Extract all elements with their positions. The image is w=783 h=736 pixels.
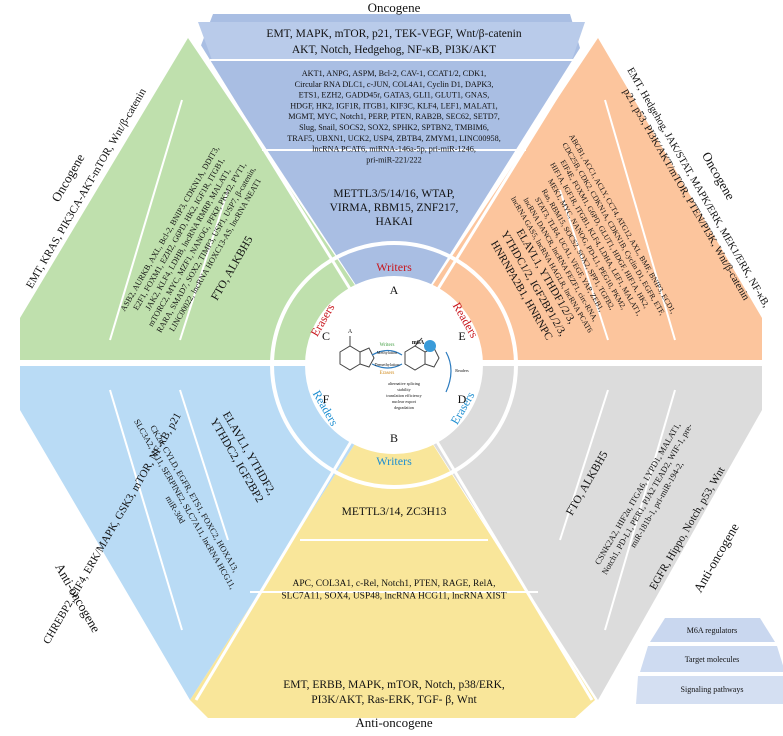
top-pathway-line: AKT, Notch, Hedgehog, NF-κB, PI3K/AKT — [292, 44, 496, 56]
top-regulators: METTL3/5/14/16, WTAP, VIRMA, RBM15, ZNF21… — [330, 188, 459, 228]
legend-level-2: Target molecules — [685, 655, 740, 664]
top-target-line: MGMT, MYC, Notch1, PERP, PTEN, RAB2B, SE… — [288, 112, 500, 121]
legend-level-3: Signaling pathways — [681, 685, 744, 694]
bottom-target-line: APC, COL3A1, c-Rel, Notch1, PTEN, RAGE, … — [293, 579, 496, 589]
center-function-line: translation efficiency — [386, 393, 422, 398]
sector-bottom-bg — [190, 383, 595, 718]
legend-pyramid-bottom — [636, 676, 783, 704]
center-m6a-label: m6A — [412, 340, 425, 346]
sector-lower-left-bg — [20, 366, 394, 700]
letter-c: C — [322, 329, 330, 343]
top-target-line: AKT1, ANPG, ASPM, Bcl-2, CAV-1, CCAT1/2,… — [302, 69, 486, 78]
band-dividers — [109, 59, 676, 631]
center-methylation: Methylation — [377, 350, 398, 355]
letter-d: D — [458, 392, 467, 406]
sector-lower-right-bg — [394, 366, 762, 700]
legend-level-1: M6A regulators — [687, 626, 737, 635]
bottom-title: Anti-oncogene — [355, 715, 432, 730]
letter-e: E — [458, 329, 465, 343]
top-target-line: Circular RNA DLC1, c-JUN, COL4A1, Cyclin… — [295, 80, 494, 89]
bottom-targets: APC, COL3A1, c-Rel, Notch1, PTEN, RAGE, … — [281, 579, 506, 602]
top-target-line: ETS1, EZH2, GADD45r, GATA3, GLI1, GLUT1,… — [299, 91, 490, 100]
center-demethylation: Demethylation — [375, 362, 401, 367]
letter-f: F — [323, 392, 330, 406]
bottom-target-line: SLC7A11, SOX4, USP48, lncRNA HCG11, lncR… — [281, 592, 506, 602]
ring-label-top: Writers — [376, 260, 412, 274]
top-pathways: EMT, MAPK, mTOR, p21, TEK-VEGF, Wnt/β-ca… — [266, 28, 521, 56]
center-functions: alternative splicingstabilitytranslation… — [386, 381, 422, 410]
top-pathway-line: EMT, MAPK, mTOR, p21, TEK-VEGF, Wnt/β-ca… — [266, 28, 521, 40]
top-targets: AKT1, ANPG, ASPM, Bcl-2, CAV-1, CCAT1/2,… — [287, 69, 501, 164]
letter-b: B — [390, 431, 398, 445]
top-target-line: TRAF5, UBXN1, UCK2, USP4, ZBTB4, ZMYM1, … — [287, 134, 501, 143]
bottom-regulator-line: METTL3/14, ZC3H13 — [342, 506, 447, 518]
outer-ring — [270, 241, 518, 489]
legend-pyramid-top — [650, 618, 775, 642]
center-erasers: Erasers — [380, 371, 395, 376]
center-writers: Writers — [380, 343, 395, 348]
top-regulator-line: HAKAI — [375, 216, 412, 228]
top-regulator-line: METTL3/5/14/16, WTAP, — [333, 188, 454, 200]
bottom-pathway-line: PI3K/AKT, Ras-ERK, TGF- β, Wnt — [311, 694, 477, 706]
bottom-pathway-line: EMT, ERBB, MAPK, mTOR, Notch, p38/ERK, — [283, 679, 505, 691]
demethylation-arrow-icon — [371, 363, 403, 369]
methylation-arrow-icon — [371, 349, 403, 356]
methyl-group-icon — [424, 340, 436, 352]
bottom-regulators: METTL3/14, ZC3H13 — [342, 506, 447, 518]
top-target-line: HDGF, HK2, IGF1R, ITGB1, KIF3C, KLF4, LE… — [290, 101, 497, 110]
center-function-line: nuclear export — [392, 399, 417, 404]
legend-pyramid-middle — [640, 646, 783, 672]
readers-bracket-icon — [445, 351, 452, 393]
center-disc — [305, 276, 483, 454]
center-schematic: A m6A Writers Methylation Demethylation … — [339, 329, 469, 410]
sector-top-band — [198, 22, 585, 60]
center-function-line: alternative splicing — [388, 381, 421, 386]
letter-a: A — [390, 283, 399, 297]
ring-label-bottom: Writers — [376, 454, 412, 468]
center-function-line: stability — [397, 387, 411, 392]
adenosine-structure-icon — [339, 336, 375, 371]
bottom-pathways: EMT, ERBB, MAPK, mTOR, Notch, p38/ERK, PI… — [283, 679, 505, 706]
top-target-line: Slug, Snail, SOCS2, SOX2, SPHK2, SPTBN2,… — [299, 123, 489, 132]
lower-right-title: Anti-oncogene — [690, 520, 742, 595]
center-function-line: degradation — [394, 405, 415, 410]
center-readers: Readers — [455, 368, 469, 373]
sector-top-bg — [200, 14, 580, 343]
top-title: Oncogene — [368, 0, 421, 15]
top-target-line: pri-miR-221/222 — [366, 155, 422, 164]
center-a-label: A — [348, 329, 353, 335]
sector-upper-right-bg — [394, 38, 762, 360]
legend: M6A regulators Target molecules Signalin… — [636, 618, 783, 704]
top-target-line: lncRNA PCAT6, miRNA-146a-5p, pri-miR-124… — [312, 145, 476, 154]
top-regulator-line: VIRMA, RBM15, ZNF217, — [330, 202, 459, 214]
sector-upper-left-bg — [20, 38, 394, 360]
